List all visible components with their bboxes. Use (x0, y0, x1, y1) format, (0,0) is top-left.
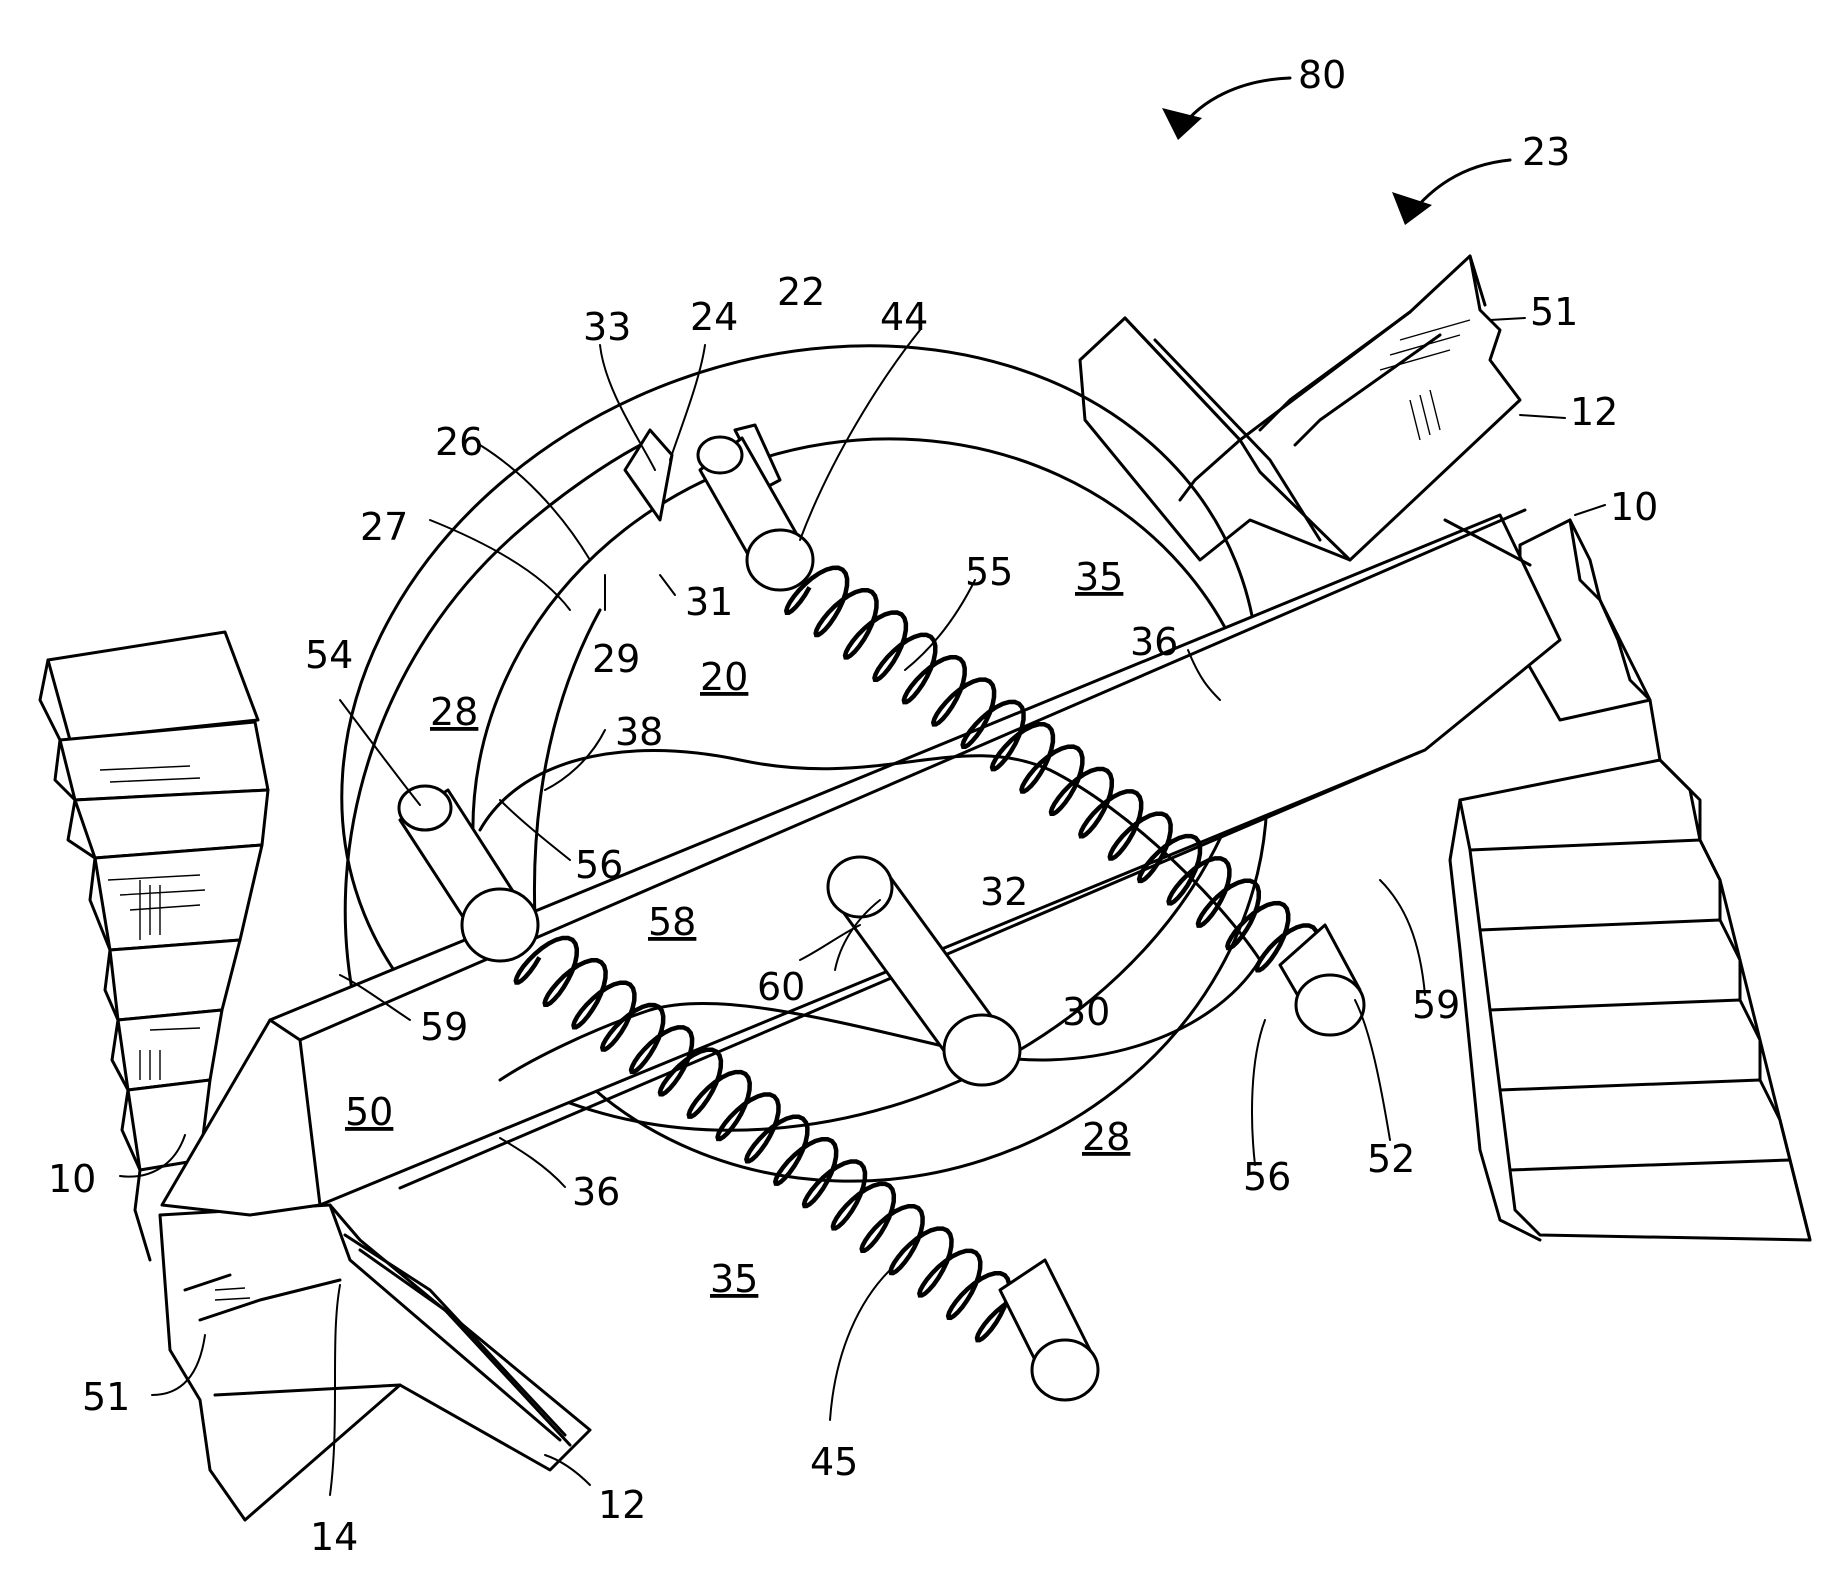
view-arrows (1162, 78, 1510, 225)
ref-60: 60 (757, 965, 805, 1009)
ref-30: 30 (1062, 990, 1110, 1034)
ref-45: 45 (810, 1440, 858, 1484)
ref-14: 14 (310, 1515, 358, 1559)
ref-33: 33 (583, 305, 631, 349)
ref-59-right: 59 (1412, 983, 1460, 1027)
ref-23: 23 (1522, 130, 1570, 174)
ref-10-right: 10 (1610, 485, 1658, 529)
ref-80: 80 (1298, 53, 1346, 97)
ref-51-right: 51 (1530, 290, 1578, 334)
ref-38: 38 (615, 710, 663, 754)
ref-44: 44 (880, 295, 928, 339)
ref-35-lower: 35 (710, 1257, 758, 1301)
ref-51-left: 51 (82, 1375, 130, 1419)
ref-22: 22 (777, 270, 825, 314)
ref-20: 20 (700, 655, 748, 699)
ref-59-left: 59 (420, 1005, 468, 1049)
upper-right-bracket (1080, 256, 1520, 560)
ref-26: 26 (435, 420, 483, 464)
ref-55: 55 (965, 550, 1013, 594)
ref-36-lower: 36 (572, 1170, 620, 1214)
ref-12-right: 12 (1570, 390, 1618, 434)
ref-27: 27 (360, 505, 408, 549)
ref-35-upper: 35 (1075, 555, 1123, 599)
ref-50: 50 (345, 1090, 393, 1134)
ref-32: 32 (980, 870, 1028, 914)
ref-29: 29 (592, 637, 640, 681)
ref-56-right: 56 (1243, 1155, 1291, 1199)
ref-28-lower: 28 (1082, 1115, 1130, 1159)
ref-54: 54 (305, 633, 353, 677)
ref-52: 52 (1367, 1137, 1415, 1181)
ref-28-upper: 28 (430, 690, 478, 734)
lower-left-bracket (160, 1205, 590, 1520)
ref-24: 24 (690, 295, 738, 339)
ref-36-upper: 36 (1130, 620, 1178, 664)
ref-12-left: 12 (598, 1483, 646, 1527)
ref-58: 58 (648, 900, 696, 944)
ref-10-left: 10 (48, 1157, 96, 1201)
ref-31: 31 (685, 580, 733, 624)
ref-56-left: 56 (575, 843, 623, 887)
